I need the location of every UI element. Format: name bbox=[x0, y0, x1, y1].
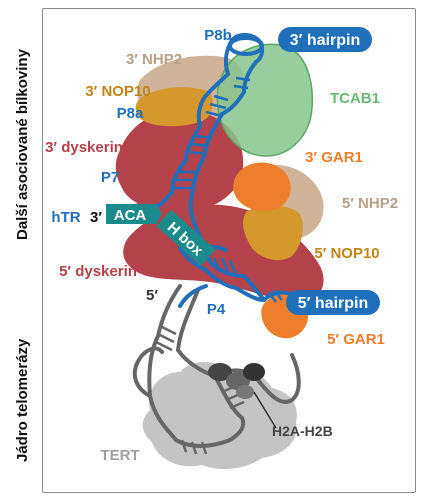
hairpin-3-pill bbox=[278, 27, 372, 52]
nhp2-3-label: 3′ NHP2 bbox=[126, 51, 182, 68]
five-prime-end-label: 5′ bbox=[146, 287, 158, 304]
p4-label: P4 bbox=[207, 301, 226, 318]
core-rna-rungs bbox=[155, 324, 245, 455]
p8a-label: P8a bbox=[117, 105, 144, 122]
hairpin-5-pill bbox=[286, 290, 380, 315]
hairpin-5-label: 5′ hairpin bbox=[298, 295, 369, 312]
h2b-label: -H2B bbox=[300, 423, 333, 439]
gar1-3-label: 3′ GAR1 bbox=[305, 149, 363, 166]
htr-rna bbox=[148, 33, 266, 308]
nhp2-5-label: 5′ NHP2 bbox=[342, 195, 398, 212]
nop10-3-label: 3′ NOP10 bbox=[85, 83, 150, 100]
nop10-5-label: 5′ NOP10 bbox=[314, 245, 379, 262]
gar1-5-label: 5′ GAR1 bbox=[327, 331, 385, 348]
htr-label: hTR bbox=[51, 209, 80, 226]
aca-box bbox=[106, 204, 162, 224]
aca-label: ACA bbox=[114, 207, 147, 224]
tcab1-shape bbox=[216, 43, 314, 157]
p8b-label: P8b bbox=[204, 27, 232, 44]
histone-leader-line bbox=[253, 391, 277, 429]
p7-label: P7 bbox=[101, 169, 119, 186]
figure-frame bbox=[42, 8, 416, 493]
three-prime-end-label: 3′ bbox=[90, 209, 102, 226]
nop10-5-shape bbox=[243, 205, 303, 261]
nop10-3-shape bbox=[135, 87, 213, 127]
h2a-label: H2A bbox=[272, 423, 300, 439]
histone-h2a-h2b bbox=[208, 363, 265, 399]
gar1-3-shape bbox=[233, 162, 291, 211]
hairpin-3-label: 3′ hairpin bbox=[290, 32, 361, 49]
p8b-loop bbox=[228, 36, 264, 56]
histone-label: H2A-H2B bbox=[272, 423, 333, 439]
tcab1-label: TCAB1 bbox=[330, 90, 380, 107]
dyskerin-3-label: 3′ dyskerin bbox=[45, 139, 123, 156]
dyskerin-5-label: 5′ dyskerin bbox=[59, 263, 137, 280]
tert-label: TERT bbox=[100, 447, 139, 464]
hbox-box bbox=[156, 209, 216, 267]
